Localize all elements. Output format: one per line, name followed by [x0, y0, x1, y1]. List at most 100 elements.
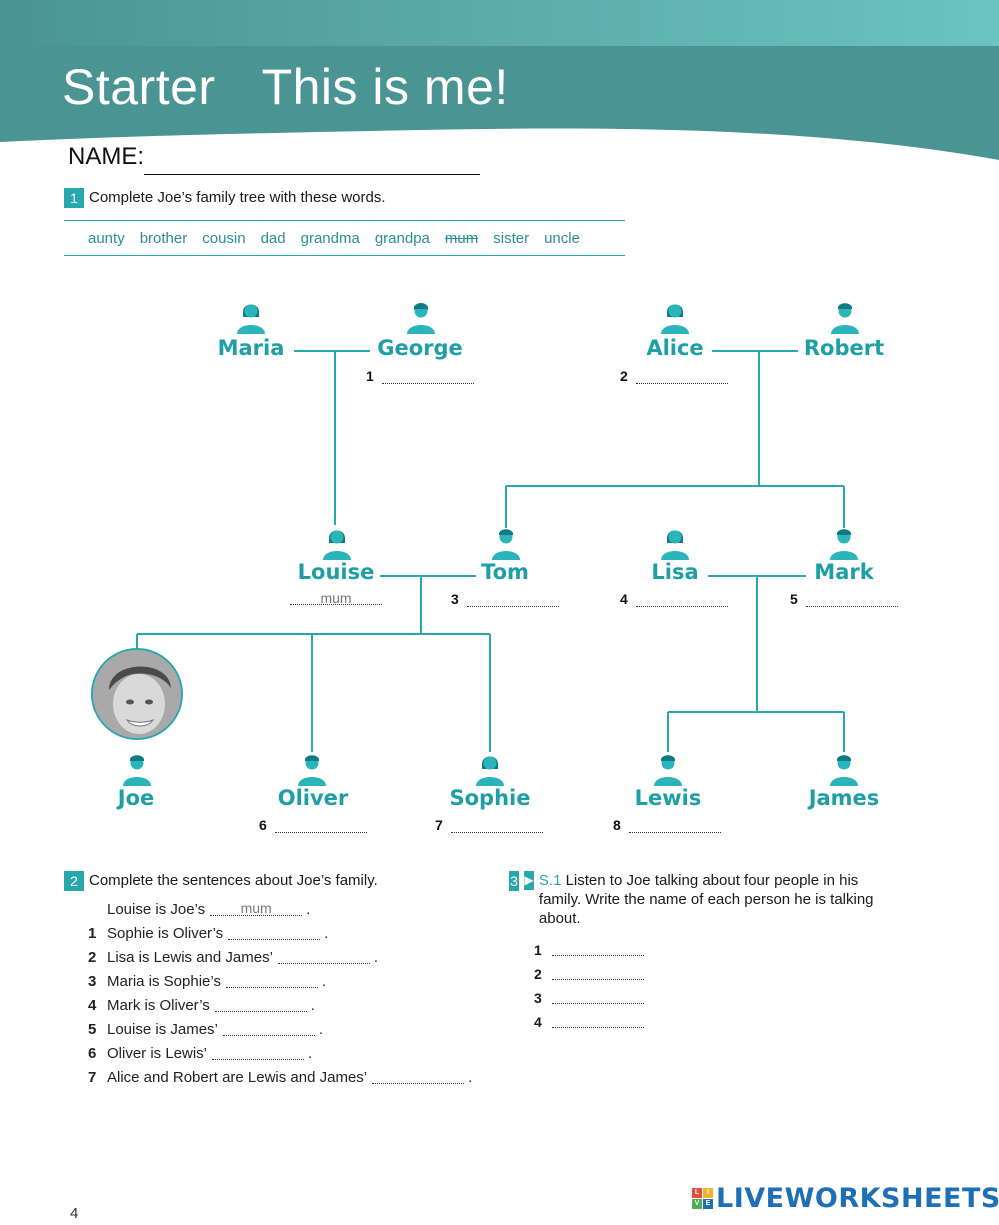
logo-letter: I	[703, 1188, 713, 1198]
male-person-icon	[121, 750, 153, 786]
sentence-text: Sophie is Oliver’s	[107, 925, 223, 942]
logo-letter: E	[703, 1199, 713, 1209]
sentence-text: Louise is Joe’s	[107, 901, 205, 918]
answer-blank[interactable]	[552, 1016, 644, 1028]
ex2-instruction: Complete the sentences about Joe’s famil…	[89, 871, 378, 890]
blank-number: 3	[451, 591, 459, 607]
ex3-number: 3	[509, 871, 519, 891]
ex3-answers: 1 2 3 4	[509, 938, 889, 1034]
tree-blank[interactable]: 1	[366, 368, 474, 384]
person-name-tom: Tom	[481, 560, 529, 584]
item-number: 5	[88, 1021, 107, 1038]
item-number: 3	[88, 973, 107, 990]
answer-blank[interactable]	[451, 819, 543, 833]
person-name-oliver: Oliver	[278, 786, 349, 810]
item-number: 2	[534, 966, 542, 982]
logo-letter: L	[692, 1188, 702, 1198]
sentence-end: .	[319, 1021, 323, 1038]
tree-blank[interactable]: 7	[435, 817, 543, 833]
answer-blank[interactable]	[223, 1022, 315, 1036]
person-name-alice: Alice	[646, 336, 703, 360]
female-person-icon	[235, 298, 267, 334]
ex3-instruction-wrap: S.1 Listen to Joe talking about four peo…	[539, 871, 889, 928]
item-number: 7	[88, 1069, 107, 1086]
male-person-icon	[828, 524, 860, 560]
answer-blank[interactable]	[278, 950, 370, 964]
item-number: 2	[88, 949, 107, 966]
sentence-row: 1Sophie is Oliver’s.	[88, 921, 472, 945]
sentence-row: 6Oliver is Lewis’.	[88, 1041, 472, 1065]
male-person-icon	[296, 750, 328, 786]
sentence-text: Lisa is Lewis and James’	[107, 949, 273, 966]
person-name-louise: Louise	[298, 560, 375, 584]
person-name-robert: Robert	[804, 336, 884, 360]
answer-blank[interactable]	[275, 819, 367, 833]
answer-blank[interactable]	[552, 992, 644, 1004]
sentence-end: .	[322, 973, 326, 990]
blank-number: 2	[620, 368, 628, 384]
joe-photo	[91, 648, 183, 740]
example-sentence: Louise is Joe’s mum .	[88, 897, 472, 921]
tree-blank[interactable]: 4	[620, 591, 728, 607]
tree-blank[interactable]: 5	[790, 591, 898, 607]
sentence-end: .	[306, 901, 310, 918]
ex2-sentences: Louise is Joe’s mum . 1Sophie is Oliver’…	[88, 897, 472, 1089]
sentence-end: .	[468, 1069, 472, 1086]
sentence-text: Mark is Oliver’s	[107, 997, 210, 1014]
page-number: 4	[70, 1205, 78, 1222]
ex3-instruction: Listen to Joe talking about four people …	[539, 872, 874, 927]
answer-blank[interactable]	[212, 1046, 304, 1060]
answer-blank[interactable]	[552, 968, 644, 980]
male-person-icon	[490, 524, 522, 560]
answer-blank[interactable]	[228, 926, 320, 940]
answer-row: 4	[534, 1010, 889, 1034]
tree-blank[interactable]: 3	[451, 591, 559, 607]
blank-number: 8	[613, 817, 621, 833]
answer-blank[interactable]	[382, 370, 474, 384]
ex2-number: 2	[64, 871, 84, 891]
answer-blank[interactable]	[372, 1070, 464, 1084]
answer-row: 2	[534, 962, 889, 986]
example-answer: mum	[290, 591, 382, 605]
person-name-maria: Maria	[218, 336, 285, 360]
logo-letter: V	[692, 1199, 702, 1209]
liveworksheets-logo: L I V E LIVEWORKSHEETS	[692, 1183, 999, 1214]
male-person-icon	[405, 298, 437, 334]
answer-blank[interactable]	[226, 974, 318, 988]
sentence-end: .	[308, 1045, 312, 1062]
tree-blank[interactable]: 8	[613, 817, 721, 833]
tree-blank[interactable]: 2	[620, 368, 728, 384]
item-number: 1	[534, 942, 542, 958]
answer-blank[interactable]	[215, 998, 307, 1012]
item-number: 4	[88, 997, 107, 1014]
ex3-section: 3 ▶ S.1 Listen to Joe talking about four…	[509, 871, 889, 1034]
answer-blank[interactable]	[552, 944, 644, 956]
answer-blank[interactable]	[467, 593, 559, 607]
male-person-icon	[828, 750, 860, 786]
tree-blank[interactable]: 6	[259, 817, 367, 833]
male-person-icon	[829, 298, 861, 334]
female-person-icon	[474, 750, 506, 786]
answer-blank[interactable]	[636, 370, 728, 384]
logo-blocks: L I V E	[692, 1188, 713, 1209]
person-name-joe: Joe	[118, 786, 154, 810]
sentence-row: 2Lisa is Lewis and James’.	[88, 945, 472, 969]
answer-blank[interactable]	[806, 593, 898, 607]
blank-number: 5	[790, 591, 798, 607]
blank-number: 1	[366, 368, 374, 384]
answer-row: 1	[534, 938, 889, 962]
person-name-george: George	[377, 336, 463, 360]
person-name-lisa: Lisa	[651, 560, 698, 584]
person-name-lewis: Lewis	[635, 786, 702, 810]
female-person-icon	[659, 524, 691, 560]
answer-blank[interactable]	[629, 819, 721, 833]
boy-face-image	[93, 650, 183, 740]
sentence-text: Louise is James’	[107, 1021, 218, 1038]
blank-number: 7	[435, 817, 443, 833]
item-number: 4	[534, 1014, 542, 1030]
answer-row: 3	[534, 986, 889, 1010]
speaker-icon[interactable]: ▶	[524, 871, 534, 890]
answer-blank[interactable]	[636, 593, 728, 607]
